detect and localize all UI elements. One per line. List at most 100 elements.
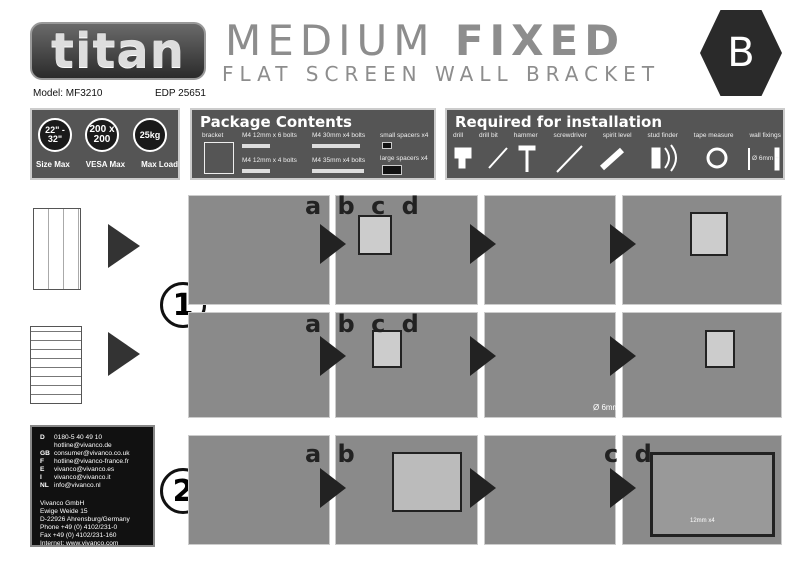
tool-spirit-level: spirit level (602, 132, 632, 139)
vesa-icon: 200 x 200 (85, 118, 119, 152)
contact-value: vivanco@vivanco.es (54, 466, 115, 473)
country-code: I (40, 474, 42, 481)
arrow-icon (320, 468, 346, 508)
step-1b-panel (335, 195, 478, 305)
wall-plug-icon (774, 147, 780, 171)
required-title: Required for installation (455, 113, 663, 131)
package-title: Package Contents (200, 113, 352, 131)
titan-logo: titan (30, 22, 206, 80)
step-1c-brick-panel (484, 312, 616, 418)
tool-tape-measure: tape measure (693, 132, 734, 139)
spacer-icon (382, 165, 402, 175)
arrow-icon (108, 332, 140, 376)
tool-stud-finder: stud finder (647, 132, 678, 139)
drywall-icon (33, 208, 81, 290)
item-bracket: bracket (202, 132, 224, 139)
required-tools: Required for installation drill drill bi… (445, 108, 785, 180)
item-bolts-12-4: M4 12mm x 4 bolts (242, 157, 297, 164)
country-code: NL (40, 482, 49, 489)
city: D-22926 Ahrensburg/Germany (40, 516, 130, 523)
country-code: E (40, 466, 45, 473)
item-small-spacers: small spacers x4 (380, 132, 429, 139)
tool-screwdriver: screwdriver (553, 132, 587, 139)
step-letters: a b c d (305, 310, 423, 338)
country-code: D (40, 434, 45, 441)
spirit-level-icon (599, 147, 625, 171)
contact-value: hotline@vivanco-france.fr (54, 458, 129, 465)
website[interactable]: Internet: www.vivanco.com (40, 540, 119, 547)
tool-drill-bit: drill bit (479, 132, 498, 139)
bolt-icon (312, 169, 364, 173)
arrow-icon (470, 468, 496, 508)
contact-value: vivanco@vivanco.it (54, 474, 111, 481)
screen-size-icon: 22" - 32" (38, 118, 72, 152)
contact-value: info@vivanco.nl (54, 482, 101, 489)
product-title: MEDIUM FIXED (225, 16, 626, 65)
bracket-on-wall (705, 330, 735, 368)
tool-wall-fixings: wall fixings (749, 132, 781, 139)
arrow-icon (610, 224, 636, 264)
item-bolts-12-6: M4 12mm x 6 bolts (242, 132, 297, 139)
edp-number: EDP 25651 (155, 88, 206, 99)
vesa-label: VESA Max (85, 160, 126, 169)
bolt-icon (242, 169, 270, 173)
fax: Fax +49 (0) 4102/231-160 (40, 532, 117, 539)
step-1c-panel (484, 195, 616, 305)
arrow-icon (470, 224, 496, 264)
contact-line: D 0180-5 40 49 10 (40, 434, 145, 442)
step-1a-brick-panel (188, 312, 330, 418)
contact-value: 0180-5 40 49 10 (54, 434, 103, 441)
contact-value: consumer@vivanco.co.uk (54, 450, 130, 457)
phone: Phone +49 (0) 4102/231-0 (40, 524, 118, 531)
tool-drill: drill (453, 132, 464, 139)
step-letters: a b c d (305, 192, 423, 220)
tool-hammer: hammer (513, 132, 538, 139)
screwdriver-icon (556, 145, 583, 173)
step-1a-panel (188, 195, 330, 305)
step-1d-brick-panel (622, 312, 782, 418)
stud-finder-icon (651, 147, 661, 169)
step-letters: a b (305, 440, 359, 468)
contact-line: GB consumer@vivanco.co.uk (40, 450, 145, 458)
item-bolts-30: M4 30mm x4 bolts (312, 132, 366, 139)
item-bolts-35: M4 35mm x4 bolts (312, 157, 366, 164)
company-name: Vivanco GmbH (40, 500, 85, 507)
arrow-icon (610, 468, 636, 508)
street: Ewige Weide 15 (40, 508, 88, 515)
load-label: Max Load (141, 160, 178, 169)
drill-handle-icon (458, 155, 466, 169)
contact-line: NL info@vivanco.nl (40, 482, 145, 490)
bracket-icon (204, 142, 234, 174)
package-contents: Package Contents bracket M4 12mm x 6 bol… (190, 108, 436, 180)
bolt-icon (312, 144, 360, 148)
tv-back-icon (392, 452, 462, 512)
brick-wall-icon (30, 326, 82, 404)
arrow-icon (610, 336, 636, 376)
fixing-size: Ø 6mm + (752, 155, 779, 162)
country-code (40, 442, 54, 450)
model-number: Model: MF3210 (33, 88, 103, 99)
product-subtitle: FLAT SCREEN WALL BRACKET (222, 62, 661, 86)
tape-measure-icon (706, 147, 728, 169)
country-code: GB (40, 450, 50, 457)
arrow-icon (108, 224, 140, 268)
contact-line: hotline@vivanco.de (40, 442, 145, 450)
bracket-on-wall (690, 212, 728, 256)
country-code: F (40, 458, 45, 465)
step-letters: c d (604, 440, 656, 468)
arrow-icon (320, 224, 346, 264)
contact-value: hotline@vivanco.de (54, 442, 112, 449)
drill-size: Ø 6mm (593, 403, 620, 412)
mounted-tv-icon (650, 452, 775, 537)
arrow-icon (470, 336, 496, 376)
drill-bit-icon (488, 147, 508, 169)
step-2c-panel (484, 435, 616, 545)
size-label: Size Max (36, 160, 70, 169)
tool-icons (454, 144, 780, 173)
bolt-icon (242, 144, 270, 148)
bolt-note: 12mm x4 (690, 518, 715, 524)
bracket-on-wall (372, 330, 402, 368)
